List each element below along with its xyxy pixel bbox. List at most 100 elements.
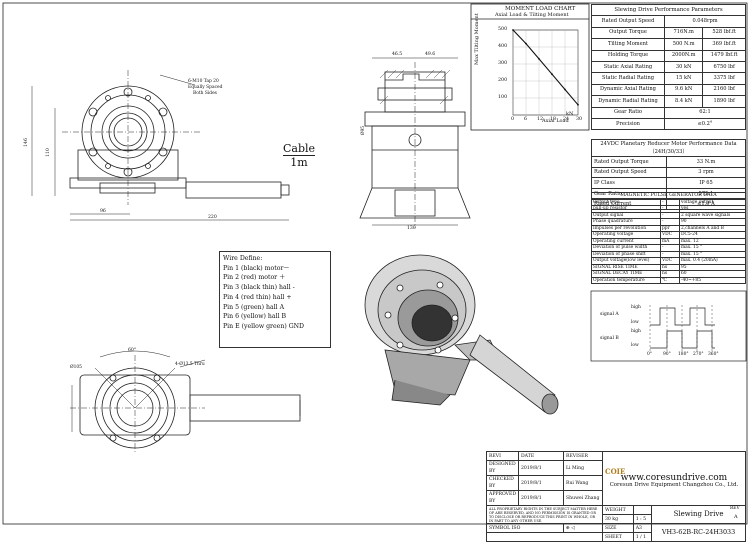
- dim-220: 220: [208, 215, 217, 220]
- tb-weight-h: WEIGHT: [602, 505, 634, 515]
- tb-symbol-icon: ⊕ ◁: [563, 523, 603, 533]
- performance-value: 716N.m: [663, 26, 704, 40]
- performance-value: 30 kN: [663, 60, 704, 74]
- signal-angle-tick: 360°: [708, 352, 719, 357]
- magnetic-table: MAGNETIC PULSE GENERATOR DATA Output typ…: [591, 192, 746, 284]
- moment-y-tick: 500: [498, 27, 508, 32]
- tb-date-h: DATE: [518, 451, 564, 461]
- performance-label: Static Axial Rating: [591, 60, 665, 74]
- wire-pin-line: Pin E (yellow green) GND: [223, 322, 305, 330]
- side-section-view: [359, 57, 471, 228]
- tb-checked-by: Rui Wang: [563, 475, 603, 491]
- moment-chart-title: MOMENT LOAD CHART: [505, 6, 576, 12]
- signal-a-label: signal A: [600, 312, 619, 317]
- tb-approved-date: 2019/8/1: [518, 490, 564, 506]
- performance-value: 62:1: [664, 106, 746, 119]
- magnetic-row: Operation temperature℃-40~+85: [591, 276, 746, 284]
- dim-60: 60°: [128, 348, 137, 353]
- moment-point: [538, 58, 540, 60]
- moment-y-tick: 400: [498, 44, 508, 49]
- signal-angle-tick: 0°: [647, 352, 652, 357]
- performance-label: Tilting Moment: [591, 38, 665, 51]
- performance-value-imperial: 2160 lbf: [702, 83, 746, 97]
- moment-plot-area: [512, 29, 579, 116]
- magnetic-label: Operation temperature: [591, 276, 661, 284]
- dim-tap-sides: Both Sides: [193, 91, 217, 96]
- tb-reviser-h: REVISER: [563, 451, 603, 461]
- wire-pin-line: Pin 1 (black) motor－: [223, 264, 290, 272]
- tb-scale: 1 : 5: [632, 514, 653, 524]
- moment-chart-ylabel: Max Tilting Moment: [474, 13, 480, 65]
- moment-chart-plot: [512, 29, 579, 116]
- dim-tap: 6-M10 Tap 20: [188, 79, 219, 84]
- performance-label: Dynamic Radial Rating: [591, 95, 665, 108]
- reducer-header: 24VDC Planetary Reducer Motor Performanc…: [591, 139, 746, 157]
- isometric-view: [364, 254, 559, 415]
- moment-y-tick: 200: [498, 78, 508, 83]
- signal-b-low: low: [631, 343, 639, 348]
- dim-130: 130: [407, 226, 416, 231]
- tb-website: www.coresundrive.com: [620, 473, 728, 483]
- wire-pin-line: Pin 3 (black thin) hall -: [223, 284, 295, 292]
- performance-value-imperial: 3375 lbf: [702, 72, 746, 85]
- performance-label: Precision: [591, 117, 665, 131]
- reducer-label: Rated Output Speed: [591, 166, 667, 179]
- tb-notice: ALL PROPRIETARY RIGHTS IN THE SUBJECT MA…: [486, 505, 603, 524]
- performance-value-imperial: 1479 lbf.ft: [702, 49, 746, 62]
- dim-96: 96: [100, 209, 106, 214]
- performance-value-imperial: 1890 lbf: [702, 95, 746, 108]
- tb-weight: 30 kg: [602, 514, 634, 524]
- moment-y-tick: 100: [498, 95, 508, 100]
- dim-146: 146: [23, 138, 29, 147]
- dim-thru: 4-Ø13.5 Thru: [175, 362, 205, 367]
- moment-x-tick: 30: [576, 117, 583, 122]
- sheet-border: [2, 2, 748, 525]
- reducer-value: 3 rpm: [666, 166, 746, 179]
- dim-105: Ø105: [70, 365, 82, 370]
- tb-size-h: SIZE: [602, 523, 634, 533]
- moment-point: [551, 73, 553, 76]
- dim-tap-spacing: Equally Spaced: [188, 85, 223, 90]
- cable-label: Cable 1m: [283, 142, 316, 169]
- signal-angle-tick: 90°: [663, 352, 671, 357]
- wire-pin-line: Pin 4 (red thin) hall +: [223, 293, 292, 301]
- tb-company: Coresun Drive Equipment Changzhou Co., L…: [609, 482, 739, 488]
- performance-label: Rated Output Speed: [591, 15, 665, 28]
- performance-value: 2000N.m: [663, 49, 704, 62]
- tb-designed: DESIGNED BY: [486, 460, 519, 476]
- dim-46: 46.5: [392, 52, 403, 57]
- tb-designed-date: 2019/8/1: [518, 460, 564, 476]
- signal-waveform: [590, 290, 747, 362]
- performance-label: Dynamic Axial Rating: [591, 83, 665, 97]
- moment-series-line: [512, 29, 579, 106]
- reducer-value: 33 N.m: [666, 156, 746, 168]
- signal-angle-tick: 180°: [678, 352, 689, 357]
- moment-x-tick: 24: [563, 117, 570, 122]
- performance-value-imperial: 6750 lbf: [702, 60, 746, 74]
- bottom-view: [70, 350, 301, 452]
- performance-row: Precision≤0.2°: [591, 117, 746, 131]
- performance-label: Static Radial Rating: [591, 72, 665, 85]
- performance-label: Output Torque: [591, 26, 665, 40]
- performance-value: 8.4 kN: [663, 95, 704, 108]
- performance-value: 15 kN: [663, 72, 704, 85]
- tb-approved: APPROVED BY: [486, 490, 519, 506]
- performance-label: Holding Torque: [591, 49, 665, 62]
- moment-chart-frame: [470, 3, 590, 131]
- tb-size: A3: [632, 523, 653, 533]
- moment-y-tick: 300: [498, 61, 508, 66]
- moment-point: [525, 42, 527, 45]
- title-block: REVI DATE REVISER COIE www.coresundrive.…: [486, 451, 746, 542]
- section-hatching: [379, 69, 451, 105]
- tb-scale-empty: [632, 505, 653, 515]
- performance-value: 0.048rpm: [664, 15, 746, 28]
- moment-chart-x-unit: kN: [566, 111, 574, 117]
- front-view: [31, 70, 290, 221]
